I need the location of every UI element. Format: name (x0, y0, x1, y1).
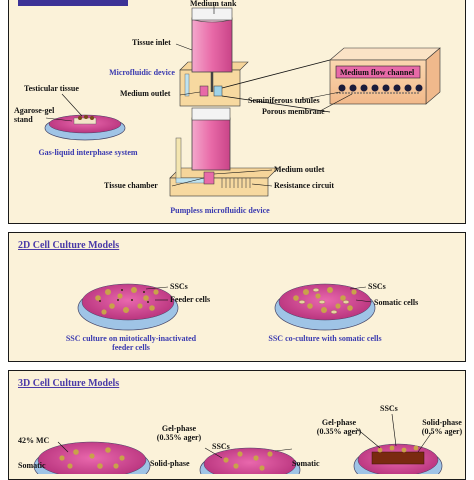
gas-liquid-system-caption: Gas-liquid interphase system (38, 148, 138, 157)
dish-3d-gel-solid-graphic (199, 447, 301, 474)
sscs-mid-label: SSCs (212, 442, 230, 451)
medium-tank-label: Medium tank (190, 0, 237, 8)
pumpless-device-caption: Pumpless microfluidic device (170, 206, 270, 215)
solid-phase-mid-label: Solid-phase (150, 459, 190, 468)
resistance-circuit-label: Resistance circuit (274, 181, 335, 190)
tissue-chamber-label: Tissue chamber (104, 181, 158, 190)
tissue-inlet-label: Tissue inlet (132, 38, 171, 47)
solid-phase-right-label: Solid-phase (0.5% ager) (421, 418, 463, 436)
dish-2d-somatic-graphic (274, 283, 376, 331)
sscs-right-label: SSCs (380, 404, 398, 413)
resistance-circuit-lines (221, 178, 251, 188)
gel-phase-right-label: Gel-phase (0.35% ager) (316, 418, 362, 436)
medium-outlet-bottom-label: Medium outlet (274, 165, 325, 174)
dish-3d-mc-graphic (33, 441, 151, 474)
gel-phase-mid-label: Gel-phase (0.35% ager) (156, 424, 202, 442)
feeder-cells-label: Feeder cells (170, 295, 211, 304)
pumpless-device-graphic (169, 107, 279, 197)
seminiferous-tubules-label: Seminiferous tubules (248, 96, 320, 105)
microfluidic-device-caption: Microfluidic device (109, 68, 175, 77)
dish-2d-feeder-graphic (77, 283, 179, 331)
somatic-left-label: Somatic (18, 461, 46, 470)
culture-3d-title: 3D Cell Culture Models (18, 378, 120, 389)
medium-outlet-top-label: Medium outlet (120, 89, 171, 98)
porous-membrane-label: Porous membrane (262, 107, 325, 116)
right-sscs-label: SSCs (368, 282, 386, 291)
seminiferous-tubules-dots (338, 84, 423, 92)
medium-flow-channel-label: Medium flow channel (340, 68, 415, 77)
gas-liquid-dish-graphic (44, 93, 126, 141)
feeder-culture-caption: SSC culture on mitotically-inactivated f… (65, 334, 197, 352)
left-sscs-label: SSCs (170, 282, 188, 291)
somatic-cells-label: Somatic cells (374, 298, 419, 307)
panel-header-tab (18, 0, 128, 6)
somatic-mid-label: Somatic (292, 459, 320, 468)
agarose-gel-stand-label: Agarose-gel stand (14, 106, 55, 124)
dish-3d-agar-graphic (353, 413, 443, 474)
testicular-tissue-label: Testicular tissue (24, 84, 79, 93)
culture-2d-title: 2D Cell Culture Models (18, 240, 120, 251)
somatic-coculture-caption: SSC co-culture with somatic cells (268, 334, 382, 343)
medium-flow-channel-graphic (299, 47, 441, 112)
microfluidic-device-graphic (175, 4, 331, 113)
mc-label: 42% MC (18, 436, 50, 445)
